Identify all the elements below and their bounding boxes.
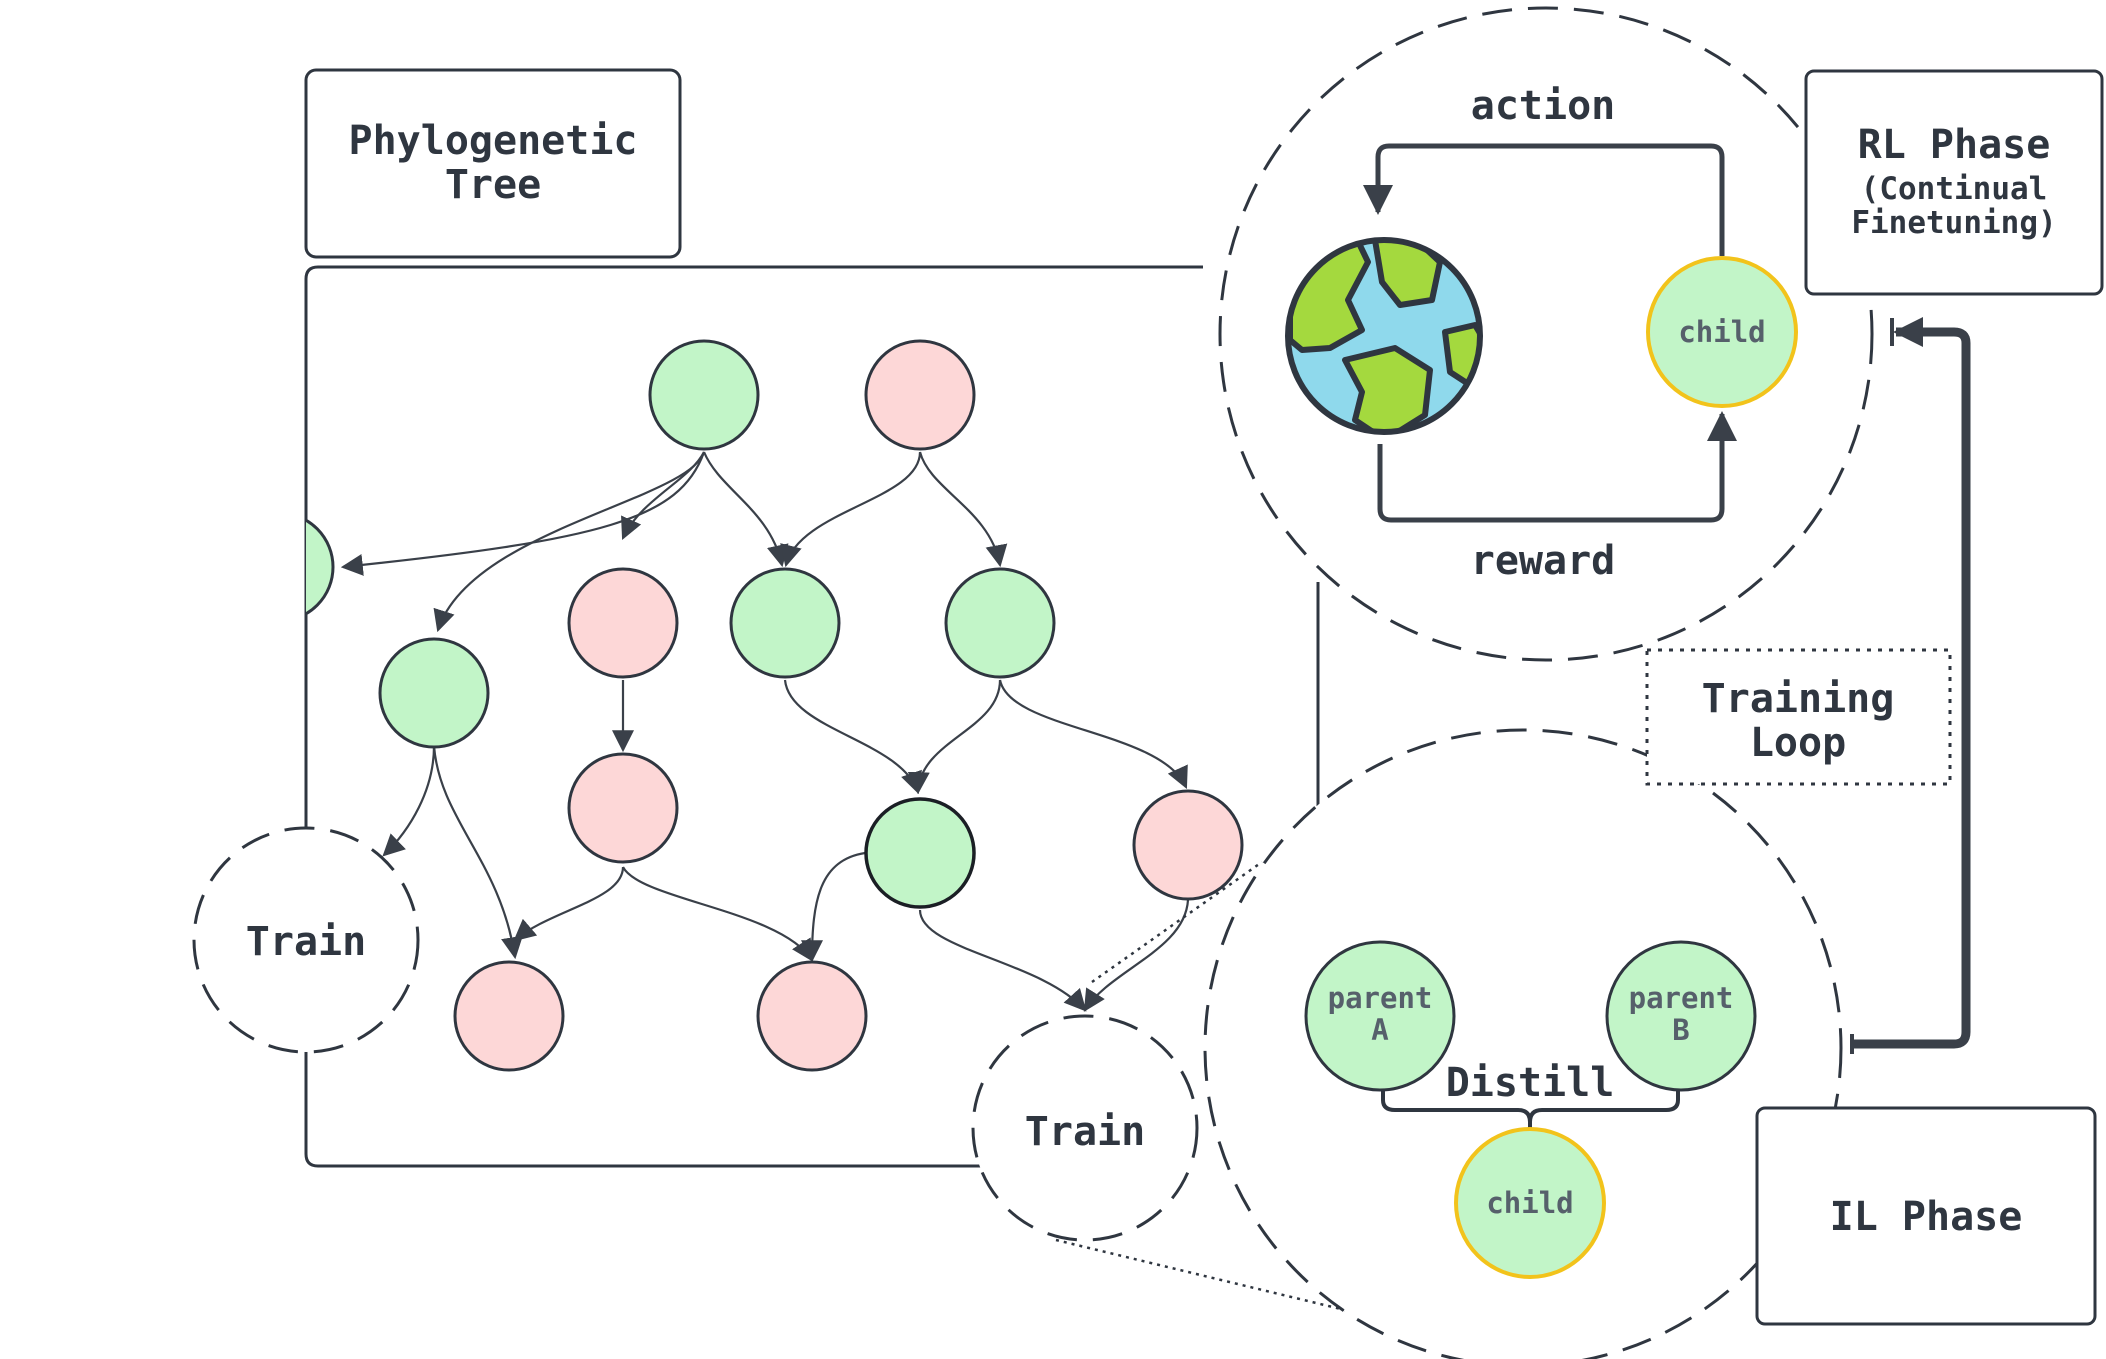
train-left-label: Train [246,919,366,965]
training-loop-line2: Loop [1750,720,1846,766]
train-circle-right: Train [971,1014,1199,1242]
parent-b-label-line1: parent [1629,981,1734,1015]
tree-node-pink [1132,789,1244,901]
tree-node-green [378,637,490,749]
train-right-label: Train [1025,1109,1145,1155]
distill-label: Distill [1446,1060,1615,1106]
train-circle-left: Train [192,826,420,1054]
rl-phase-subtitle-line2: Finetuning) [1851,205,2056,241]
zoom-line [1091,860,1263,984]
distill-brace [1381,1090,1680,1128]
il-phase-label: IL Phase [1830,1194,2023,1240]
tree-frame [304,265,1203,1168]
il-to-rl-connector [1852,317,1971,1049]
tree-node-pink [567,752,679,864]
action-label: action [1471,83,1616,129]
parent-a-node [1304,940,1456,1092]
child-rl-label: child [1678,315,1765,349]
parent-a-label-line1: parent [1328,981,1433,1015]
parent-a-label-line2: A [1371,1013,1388,1047]
zoom-line [1055,1238,1346,1312]
rl-loop-circle: action reward child [1218,6,1874,662]
parent-b-label-line2: B [1672,1013,1689,1047]
phylogenetic-tree-title-line2: Tree [445,162,541,208]
tree-edges [340,451,1190,1012]
tree-node-green [944,567,1056,679]
reward-label: reward [1471,538,1616,584]
tree-node-green [648,339,760,451]
tree-node-pink [567,567,679,679]
training-loop-line1: Training [1702,676,1895,722]
il-phase-box: IL Phase [1755,1106,2097,1326]
tree-node-green-clipped [306,518,335,616]
child-node-rl [1646,256,1798,408]
action-arrow [1363,143,1725,256]
il-loop-circle: parent A parent B Distill child [1203,728,1843,1359]
training-loop-box: Training Loop [1645,648,1952,786]
phylogenetic-tree-title-line1: Phylogenetic [349,118,638,164]
tree-node-pink [756,960,868,1072]
child-node-il [1454,1127,1606,1279]
reward-arrow [1377,411,1737,523]
rl-phase-box: RL Phase (Continual Finetuning) [1804,69,2104,296]
tree-node-green [729,567,841,679]
parent-b-node [1605,940,1757,1092]
tree-nodes [306,339,1244,1072]
rl-phase-title: RL Phase [1858,122,2051,168]
tree-node-pink [864,339,976,451]
phylogenetic-tree-title-box: Phylogenetic Tree [304,68,682,259]
child-il-label: child [1486,1186,1573,1220]
tree-node-green-highlighted [864,797,976,909]
tree-node-pink [453,960,565,1072]
rl-phase-subtitle-line1: (Continual [1861,171,2048,207]
